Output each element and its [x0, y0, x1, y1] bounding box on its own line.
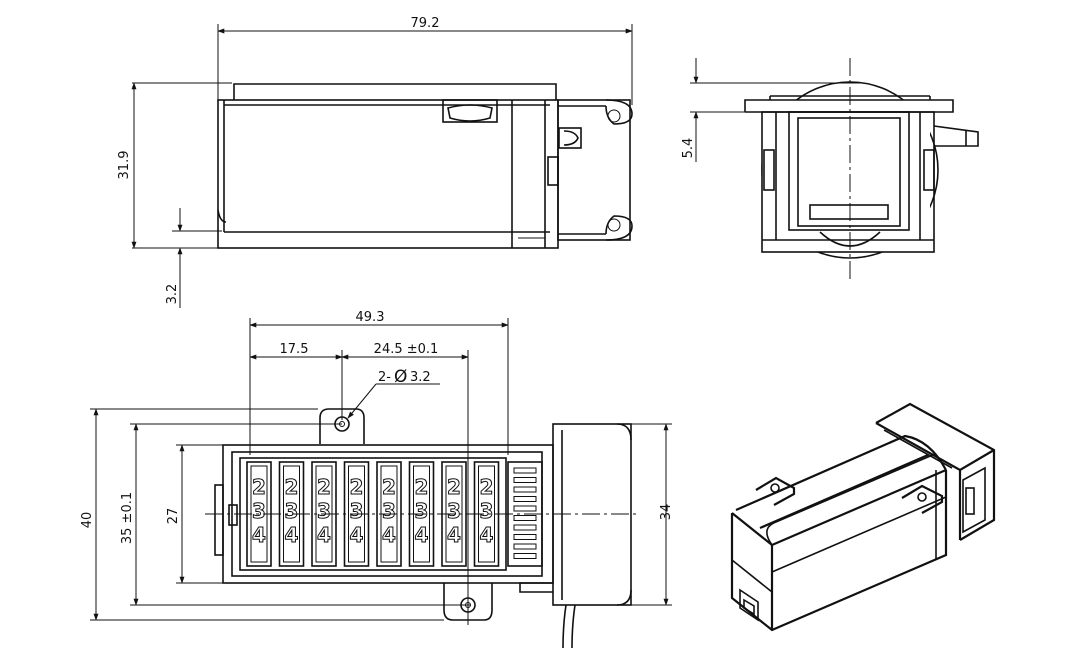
isometric-view: [730, 402, 996, 632]
dim-base-3-2: 3.2: [165, 284, 180, 305]
hole-callout-prefix: 2-: [378, 370, 391, 385]
dim-window-27: 27: [166, 508, 181, 525]
pcb-pad: [513, 515, 537, 521]
wheel-digit: 2: [252, 475, 266, 499]
wheel-digit: 3: [285, 499, 299, 523]
dim-pitch-24-5: 24.5 ±0.1: [374, 342, 439, 357]
side-view: 5.4: [681, 58, 979, 282]
wheel-digit: 4: [252, 523, 266, 547]
digit-wheel: 234: [278, 461, 305, 567]
diameter-symbol: Ø: [394, 367, 407, 387]
wheel-digit: 3: [382, 499, 396, 523]
dim-overall-40: 40: [80, 512, 95, 529]
pcb-pad: [513, 477, 537, 483]
pcb-pads: [513, 467, 537, 559]
dim-first-17-5: 17.5: [280, 342, 309, 357]
wheel-digit: 4: [447, 523, 461, 547]
wheel-digit: 2: [350, 475, 364, 499]
pcb-pad: [513, 505, 537, 512]
hole-callout-size: 3.2: [410, 370, 431, 385]
wheel-digit: 4: [382, 523, 396, 547]
pcb-pad: [513, 553, 537, 559]
dim-span-49-3: 49.3: [356, 310, 385, 325]
wheel-digit: 3: [447, 499, 461, 523]
dim-length-79-2: 79.2: [411, 16, 440, 31]
wheel-digit: 3: [480, 499, 494, 523]
wheel-digit: 2: [415, 475, 429, 499]
wheel-digit: 2: [447, 475, 461, 499]
wheel-digit: 3: [252, 499, 266, 523]
wheel-digit: 2: [382, 475, 396, 499]
dim-mount-35: 35 ±0.1: [120, 492, 135, 544]
wheel-digit: 2: [480, 475, 494, 499]
digit-wheel: 234: [343, 461, 370, 567]
wheel-digit: 3: [350, 499, 364, 523]
wheel-digit: 4: [285, 523, 299, 547]
wheel-digit: 2: [285, 475, 299, 499]
pcb-pad: [513, 534, 537, 540]
wheel-digit: 3: [317, 499, 331, 523]
wheel-digit: 4: [350, 523, 364, 547]
dim-end-34: 34: [659, 504, 674, 521]
pcb-pad: [513, 496, 537, 502]
wheel-digit: 3: [415, 499, 429, 523]
dim-offset-5-4: 5.4: [681, 138, 696, 159]
top-view: 79.2 31.9 3.2: [117, 16, 633, 308]
pcb-pad: [513, 524, 537, 531]
wheel-digit: 4: [317, 523, 331, 547]
pcb-pad: [513, 543, 537, 550]
pcb-pad: [513, 467, 537, 474]
wheel-digit: 4: [415, 523, 429, 547]
dim-height-31-9: 31.9: [117, 151, 132, 180]
wheel-digit: 4: [480, 523, 494, 547]
wheel-digit: 2: [317, 475, 331, 499]
pcb-pad: [513, 486, 537, 493]
